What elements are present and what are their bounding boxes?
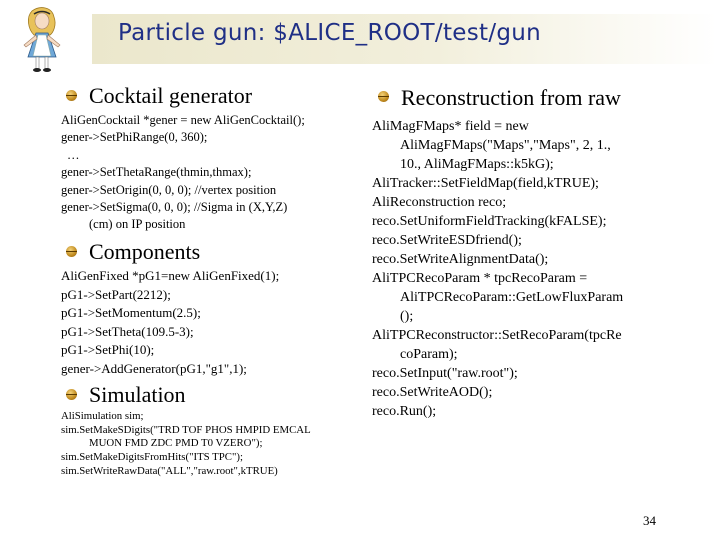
code-line: reco.SetUniformFieldTracking(kFALSE); <box>372 214 607 229</box>
code-line: gener->AddGenerator(pG1,"g1",1); <box>61 360 247 376</box>
bullet-icon <box>378 91 389 102</box>
code-line: MUON FMD ZDC PMD T0 VZERO"); <box>89 437 263 450</box>
code-line: reco.SetInput("raw.root"); <box>372 366 518 381</box>
slide-title: Particle gun: $ALICE_ROOT/test/gun <box>118 20 542 46</box>
alice-logo-icon <box>23 7 61 72</box>
code-line: AliTPCRecoParam::GetLowFluxParam <box>400 290 624 305</box>
code-line: AliTPCRecoParam * tpcRecoParam = <box>372 271 588 286</box>
heading-reconstruction-from-raw: Reconstruction from raw <box>401 85 621 110</box>
code-line: (cm) on IP position <box>89 217 186 232</box>
code-line: gener->SetThetaRange(thmin,thmax); <box>61 165 252 180</box>
code-line: 10., AliMagFMaps::k5kG); <box>400 157 554 172</box>
bullet-icon <box>66 389 77 400</box>
page-number: 34 <box>643 513 656 528</box>
cocktail-code-block: AliGenCocktail *gener = new AliGenCockta… <box>61 112 305 234</box>
code-line: reco.Run(); <box>372 404 437 419</box>
bullet-icon <box>66 90 77 101</box>
code-line: AliGenFixed *pG1=new AliGenFixed(1); <box>61 268 280 283</box>
code-line: AliReconstruction reco; <box>372 195 507 210</box>
code-line: gener->SetSigma(0, 0, 0); //Sigma in (X,… <box>61 200 288 215</box>
reconstruction-code-block: AliMagFMaps* field = new AliMagFMaps("Ma… <box>372 117 623 421</box>
code-line: sim.SetWriteRawData("ALL","raw.root",kTR… <box>61 464 278 477</box>
components-code-block: AliGenFixed *pG1=new AliGenFixed(1); pG1… <box>61 267 279 379</box>
code-line: AliSimulation sim; <box>61 410 144 422</box>
code-line: … <box>67 147 80 162</box>
code-line: pG1->SetPart(2212); <box>61 286 171 302</box>
code-line: (); <box>400 309 414 324</box>
code-line: AliGenCocktail *gener = new AliGenCockta… <box>61 113 305 127</box>
bullet-icon <box>66 246 77 257</box>
code-line: coParam); <box>400 347 458 362</box>
code-line: reco.SetWriteAlignmentData(); <box>372 252 549 267</box>
code-line: pG1->SetMomentum(2.5); <box>61 305 201 321</box>
code-line: sim.SetMakeDigitsFromHits("ITS TPC"); <box>61 451 243 464</box>
code-line: pG1->SetPhi(10); <box>61 342 155 358</box>
code-line: pG1->SetTheta(109.5-3); <box>61 323 194 339</box>
code-line: AliMagFMaps* field = new <box>372 119 529 134</box>
code-line: gener->SetPhiRange(0, 360); <box>61 130 208 145</box>
heading-cocktail-generator: Cocktail generator <box>89 83 253 108</box>
heading-components: Components <box>89 239 201 264</box>
heading-simulation: Simulation <box>89 382 186 407</box>
code-line: AliMagFMaps("Maps","Maps", 2, 1., <box>400 138 611 153</box>
code-line: sim.SetMakeSDigits("TRD TOF PHOS HMPID E… <box>61 423 311 436</box>
code-line: reco.SetWriteAOD(); <box>372 385 493 400</box>
code-line: AliTPCReconstructor::SetRecoParam(tpcRe <box>372 328 622 343</box>
simulation-code-block: AliSimulation sim; sim.SetMakeSDigits("T… <box>61 410 311 479</box>
title-bar <box>92 14 717 64</box>
code-line: AliTracker::SetFieldMap(field,kTRUE); <box>372 176 599 191</box>
code-line: reco.SetWriteESDfriend(); <box>372 233 522 248</box>
code-line: gener->SetOrigin(0, 0, 0); //vertex posi… <box>61 182 277 197</box>
